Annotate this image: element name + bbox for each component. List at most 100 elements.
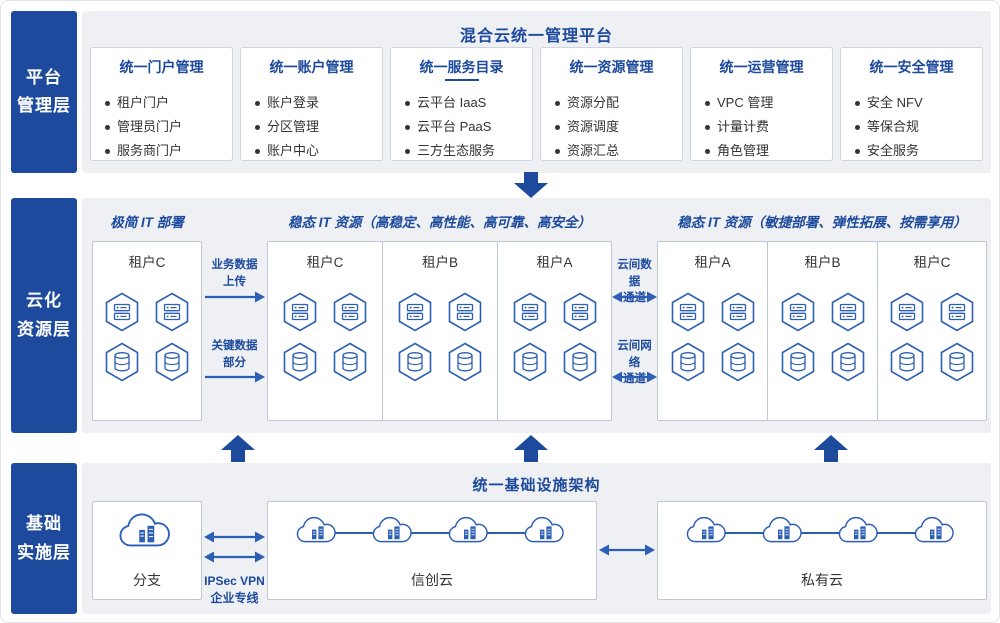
double-arrow-icon bbox=[612, 291, 657, 303]
server-hexagon-icon bbox=[721, 292, 754, 332]
xinchuang-label: 信创云 bbox=[411, 572, 453, 588]
box-item: 资源调度 bbox=[555, 115, 682, 139]
server-hexagon-icon bbox=[333, 292, 367, 332]
database-hexagon-icon bbox=[283, 342, 317, 382]
cloud-icon bbox=[914, 516, 954, 543]
cloud-icon bbox=[372, 516, 412, 543]
box-item-label: 三方生态服务 bbox=[417, 143, 496, 158]
server-hexagon-icon bbox=[283, 292, 317, 332]
server-hexagon-icon bbox=[563, 292, 596, 332]
box-item: 三方生态服务 bbox=[405, 139, 532, 163]
management-box-service-catalog: 统一服务目录 云平台 IaaS 云平台 PaaS 三方生态服务 bbox=[390, 47, 533, 161]
box-item-label: 分区管理 bbox=[267, 119, 320, 134]
management-box-resource: 统一资源管理 资源分配 资源调度 资源汇总 bbox=[540, 47, 683, 161]
tenant-box-stable-b: 租户B bbox=[382, 241, 498, 421]
box-item-label: 云平台 PaaS bbox=[417, 119, 492, 134]
tenant-label: 租户B bbox=[421, 255, 458, 270]
tenant-icons bbox=[383, 292, 497, 382]
platform-layer-panel: 混合云统一管理平台 统一门户管理 租户门户 管理员门户 服务商门户 统一账户管理… bbox=[82, 11, 991, 173]
title-underline bbox=[444, 79, 479, 81]
box-item: VPC 管理 bbox=[705, 91, 832, 115]
layer-label-infra: 基础 实施层 bbox=[11, 463, 77, 614]
box-items: 租户门户 管理员门户 服务商门户 bbox=[91, 91, 232, 163]
box-item: 角色管理 bbox=[705, 139, 832, 163]
box-item: 等保合规 bbox=[855, 115, 982, 139]
box-item-label: VPC 管理 bbox=[717, 95, 774, 110]
cloud-icon bbox=[448, 516, 488, 543]
database-hexagon-icon bbox=[563, 342, 596, 382]
box-items: 云平台 IaaS 云平台 PaaS 三方生态服务 bbox=[391, 91, 532, 163]
platform-title: 混合云统一管理平台 bbox=[459, 28, 613, 45]
box-item: 安全服务 bbox=[855, 139, 982, 163]
server-hexagon-icon bbox=[940, 292, 974, 332]
database-hexagon-icon bbox=[721, 342, 754, 382]
cloud-icon bbox=[119, 513, 170, 547]
server-hexagon-icon bbox=[398, 292, 432, 332]
flow-label-upload: 业务数据 上传 bbox=[211, 259, 258, 288]
box-title: 统一资源管理 bbox=[569, 59, 654, 75]
tenant-icons bbox=[93, 292, 201, 382]
box-item-label: 角色管理 bbox=[717, 143, 770, 158]
cloud-nodes bbox=[268, 515, 596, 549]
management-boxes: 统一门户管理 租户门户 管理员门户 服务商门户 统一账户管理 账户登录 分区管理… bbox=[90, 47, 983, 161]
tenant-label: 租户B bbox=[804, 255, 841, 270]
tenant-label: 租户C bbox=[306, 255, 344, 270]
management-box-account: 统一账户管理 账户登录 分区管理 账户中心 bbox=[240, 47, 383, 161]
box-item-label: 计量计费 bbox=[717, 119, 770, 134]
box-item-label: 资源调度 bbox=[567, 119, 620, 134]
box-item: 云平台 PaaS bbox=[405, 115, 532, 139]
cloud-connector-line bbox=[313, 532, 551, 534]
bullet-dot bbox=[555, 124, 560, 130]
server-hexagon-icon bbox=[671, 292, 704, 332]
right-arrow-icon bbox=[205, 371, 265, 383]
box-item: 账户中心 bbox=[255, 139, 382, 163]
bullet-dot bbox=[405, 148, 410, 154]
tenant-box-agile-a: 租户A bbox=[657, 241, 768, 421]
inter-cloud-channels: 云间数据 通道 云间网络 通道 bbox=[612, 241, 657, 421]
database-hexagon-icon bbox=[831, 342, 864, 382]
database-hexagon-icon bbox=[890, 342, 924, 382]
database-hexagon-icon bbox=[671, 342, 704, 382]
bullet-dot bbox=[855, 124, 860, 130]
group-title-stable-it: 稳态 IT 资源（高稳定、高性能、高可靠、高安全） bbox=[288, 215, 591, 230]
box-items: 账户登录 分区管理 账户中心 bbox=[241, 91, 382, 163]
box-item: 云平台 IaaS bbox=[405, 91, 532, 115]
box-title: 统一门户管理 bbox=[119, 59, 204, 75]
branch-label: 分支 bbox=[133, 572, 161, 588]
up-block-arrow-icon bbox=[514, 435, 548, 462]
management-box-portal: 统一门户管理 租户门户 管理员门户 服务商门户 bbox=[90, 47, 233, 161]
bullet-dot bbox=[255, 148, 260, 154]
database-hexagon-icon bbox=[105, 342, 139, 382]
tenant-label: 租户A bbox=[694, 255, 731, 270]
box-item: 账户登录 bbox=[255, 91, 382, 115]
infra-title: 统一基础设施架构 bbox=[472, 477, 601, 494]
up-block-arrow-icon bbox=[221, 435, 255, 462]
double-arrow-icon bbox=[204, 531, 265, 543]
box-item: 租户门户 bbox=[105, 91, 232, 115]
database-hexagon-icon bbox=[513, 342, 546, 382]
down-block-arrow-icon bbox=[514, 172, 548, 198]
cloud-icon bbox=[296, 516, 336, 543]
up-block-arrow-icon bbox=[814, 435, 848, 462]
cloud-icon bbox=[524, 516, 564, 543]
database-hexagon-icon bbox=[398, 342, 432, 382]
tenant-box-agile-c: 租户C bbox=[877, 241, 987, 421]
box-item: 计量计费 bbox=[705, 115, 832, 139]
bullet-dot bbox=[405, 124, 410, 130]
group-title-minimal-it: 极简 IT 部署 bbox=[110, 215, 184, 230]
box-items: 安全 NFV 等保合规 安全服务 bbox=[841, 91, 982, 163]
tenant-box-agile-b: 租户B bbox=[767, 241, 878, 421]
box-item-label: 安全服务 bbox=[867, 143, 920, 158]
right-arrow-icon bbox=[205, 291, 265, 303]
layer-label-platform: 平台 管理层 bbox=[11, 11, 77, 173]
double-arrow-icon bbox=[204, 551, 265, 563]
box-item: 管理员门户 bbox=[105, 115, 232, 139]
box-items: 资源分配 资源调度 资源汇总 bbox=[541, 91, 682, 163]
edge-to-cloud-flows: 业务数据 上传 关键数据 部分 bbox=[202, 241, 267, 421]
tenant-box-edge-c: 租户C bbox=[92, 241, 202, 421]
server-hexagon-icon bbox=[513, 292, 546, 332]
box-title: 统一运营管理 bbox=[719, 59, 804, 75]
double-arrow-icon bbox=[612, 371, 657, 383]
box-item-label: 管理员门户 bbox=[117, 119, 183, 134]
